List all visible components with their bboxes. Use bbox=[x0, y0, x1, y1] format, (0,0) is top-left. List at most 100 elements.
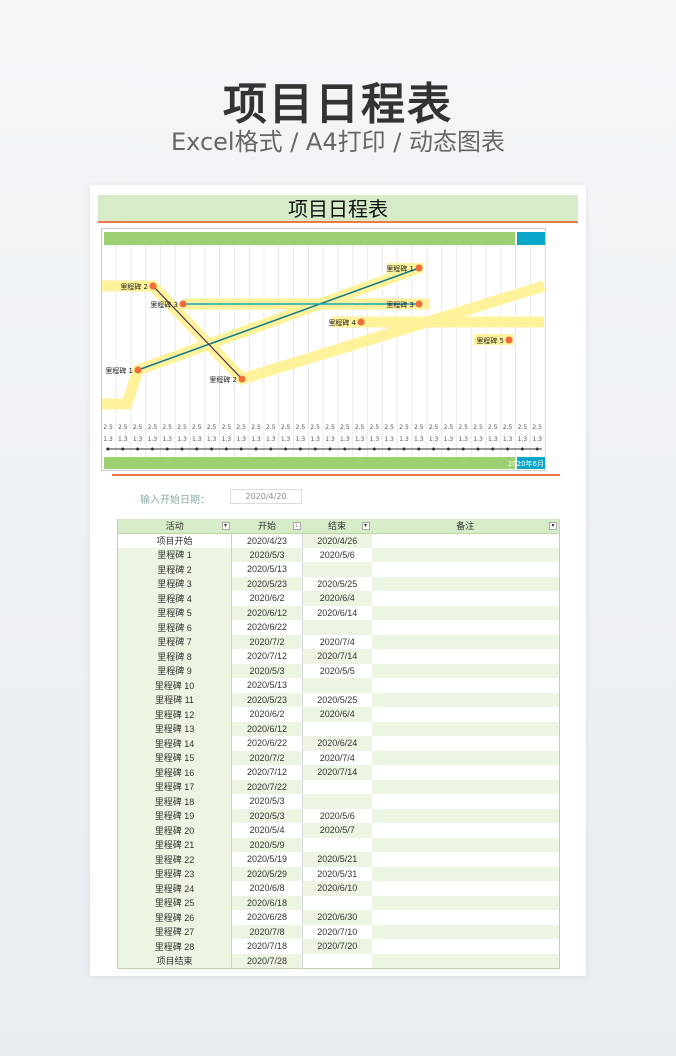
start-cell[interactable]: 2020/5/19 bbox=[231, 852, 303, 867]
start-cell[interactable]: 2020/5/4 bbox=[231, 823, 303, 838]
notes-cell[interactable] bbox=[371, 692, 560, 707]
activity-cell[interactable]: 里程碑 9 bbox=[117, 663, 232, 678]
notes-cell[interactable] bbox=[371, 605, 560, 620]
end-cell[interactable]: 2020/5/25 bbox=[302, 692, 372, 707]
activity-cell[interactable]: 里程碑 25 bbox=[117, 895, 232, 910]
notes-cell[interactable] bbox=[372, 678, 560, 693]
header-start[interactable]: 开始↓ bbox=[231, 519, 303, 534]
end-cell[interactable]: 2020/6/24 bbox=[302, 736, 372, 751]
end-cell[interactable]: 2020/7/4 bbox=[302, 750, 372, 765]
notes-cell[interactable] bbox=[372, 910, 560, 925]
start-cell[interactable]: 2020/6/22 bbox=[231, 620, 303, 635]
start-cell[interactable]: 2020/5/3 bbox=[231, 663, 303, 678]
notes-cell[interactable] bbox=[372, 794, 560, 809]
notes-cell[interactable] bbox=[372, 562, 560, 577]
filter-dropdown-icon[interactable]: ▾ bbox=[221, 522, 230, 530]
end-cell[interactable] bbox=[302, 678, 372, 693]
start-cell[interactable]: 2020/5/13 bbox=[231, 678, 303, 693]
end-cell[interactable]: 2020/5/7 bbox=[302, 823, 372, 838]
activity-cell[interactable]: 里程碑 20 bbox=[117, 823, 232, 838]
notes-cell[interactable] bbox=[371, 547, 560, 562]
notes-cell[interactable] bbox=[371, 576, 560, 591]
activity-cell[interactable]: 里程碑 28 bbox=[117, 939, 232, 954]
start-cell[interactable]: 2020/5/3 bbox=[231, 794, 303, 809]
activity-cell[interactable]: 里程碑 19 bbox=[117, 808, 232, 823]
end-cell[interactable]: 2020/7/20 bbox=[302, 939, 372, 954]
notes-cell[interactable] bbox=[372, 533, 560, 548]
end-cell[interactable]: 2020/7/10 bbox=[302, 924, 372, 939]
activity-cell[interactable]: 里程碑 27 bbox=[117, 924, 232, 939]
activity-cell[interactable]: 里程碑 23 bbox=[117, 866, 232, 881]
notes-cell[interactable] bbox=[371, 895, 560, 910]
activity-cell[interactable]: 里程碑 24 bbox=[117, 881, 232, 896]
activity-cell[interactable]: 里程碑 17 bbox=[117, 779, 232, 794]
start-cell[interactable]: 2020/7/2 bbox=[231, 634, 303, 649]
notes-cell[interactable] bbox=[371, 866, 560, 881]
activity-cell[interactable]: 里程碑 18 bbox=[117, 794, 232, 809]
activity-cell[interactable]: 里程碑 22 bbox=[117, 852, 232, 867]
notes-cell[interactable] bbox=[371, 634, 560, 649]
filter-dropdown-icon[interactable]: ▾ bbox=[361, 522, 370, 530]
start-cell[interactable]: 2020/7/22 bbox=[231, 779, 303, 794]
end-cell[interactable]: 2020/5/6 bbox=[302, 547, 372, 562]
end-cell[interactable]: 2020/6/4 bbox=[302, 707, 372, 722]
end-cell[interactable]: 2020/5/6 bbox=[302, 808, 372, 823]
end-cell[interactable]: 2020/6/14 bbox=[302, 605, 372, 620]
activity-cell[interactable]: 里程碑 2 bbox=[117, 562, 232, 577]
notes-cell[interactable] bbox=[372, 765, 560, 780]
end-cell[interactable]: 2020/7/14 bbox=[302, 765, 372, 780]
header-end[interactable]: 结束▾ bbox=[302, 519, 372, 534]
start-cell[interactable]: 2020/7/12 bbox=[231, 765, 303, 780]
activity-cell[interactable]: 里程碑 3 bbox=[117, 576, 232, 591]
start-cell[interactable]: 2020/6/28 bbox=[231, 910, 303, 925]
notes-cell[interactable] bbox=[371, 808, 560, 823]
activity-cell[interactable]: 里程碑 6 bbox=[117, 620, 232, 635]
end-cell[interactable]: 2020/5/5 bbox=[302, 663, 372, 678]
activity-cell[interactable]: 里程碑 12 bbox=[117, 707, 232, 722]
notes-cell[interactable] bbox=[372, 620, 560, 635]
notes-cell[interactable] bbox=[372, 591, 560, 606]
end-cell[interactable] bbox=[302, 620, 372, 635]
start-cell[interactable]: 2020/7/12 bbox=[231, 649, 303, 664]
end-cell[interactable] bbox=[302, 794, 372, 809]
activity-cell[interactable]: 里程碑 8 bbox=[117, 649, 232, 664]
start-cell[interactable]: 2020/6/12 bbox=[231, 605, 303, 620]
start-cell[interactable]: 2020/6/8 bbox=[231, 881, 303, 896]
start-cell[interactable]: 2020/6/12 bbox=[231, 721, 303, 736]
start-cell[interactable]: 2020/5/13 bbox=[231, 562, 303, 577]
notes-cell[interactable] bbox=[371, 663, 560, 678]
start-cell[interactable]: 2020/7/18 bbox=[231, 939, 303, 954]
activity-cell[interactable]: 里程碑 4 bbox=[117, 591, 232, 606]
activity-cell[interactable]: 里程碑 7 bbox=[117, 634, 232, 649]
end-cell[interactable]: 2020/5/21 bbox=[302, 852, 372, 867]
end-cell[interactable] bbox=[302, 953, 372, 968]
start-cell[interactable]: 2020/5/3 bbox=[231, 547, 303, 562]
activity-cell[interactable]: 里程碑 5 bbox=[117, 605, 232, 620]
end-cell[interactable]: 2020/6/4 bbox=[302, 591, 372, 606]
start-cell[interactable]: 2020/6/2 bbox=[231, 591, 303, 606]
header-notes[interactable]: 备注▾ bbox=[371, 519, 560, 534]
end-cell[interactable] bbox=[302, 895, 372, 910]
notes-cell[interactable] bbox=[371, 721, 560, 736]
notes-cell[interactable] bbox=[372, 736, 560, 751]
notes-cell[interactable] bbox=[372, 852, 560, 867]
notes-cell[interactable] bbox=[372, 707, 560, 722]
activity-cell[interactable]: 里程碑 21 bbox=[117, 837, 232, 852]
activity-cell[interactable]: 里程碑 14 bbox=[117, 736, 232, 751]
sort-icon[interactable]: ↓ bbox=[292, 522, 301, 530]
start-cell[interactable]: 2020/7/28 bbox=[231, 953, 303, 968]
activity-cell[interactable]: 里程碑 16 bbox=[117, 765, 232, 780]
notes-cell[interactable] bbox=[372, 823, 560, 838]
activity-cell[interactable]: 项目结束 bbox=[117, 953, 232, 968]
end-cell[interactable] bbox=[302, 721, 372, 736]
activity-cell[interactable]: 里程碑 1 bbox=[117, 547, 232, 562]
header-activity[interactable]: 活动▾ bbox=[117, 519, 232, 534]
end-cell[interactable] bbox=[302, 837, 372, 852]
notes-cell[interactable] bbox=[371, 924, 560, 939]
filter-dropdown-icon[interactable]: ▾ bbox=[549, 522, 557, 530]
start-cell[interactable]: 2020/5/3 bbox=[231, 808, 303, 823]
end-cell[interactable] bbox=[302, 562, 372, 577]
start-cell[interactable]: 2020/6/18 bbox=[231, 895, 303, 910]
start-date-input[interactable]: 2020/4/20 bbox=[230, 489, 302, 504]
start-cell[interactable]: 2020/5/9 bbox=[231, 837, 303, 852]
